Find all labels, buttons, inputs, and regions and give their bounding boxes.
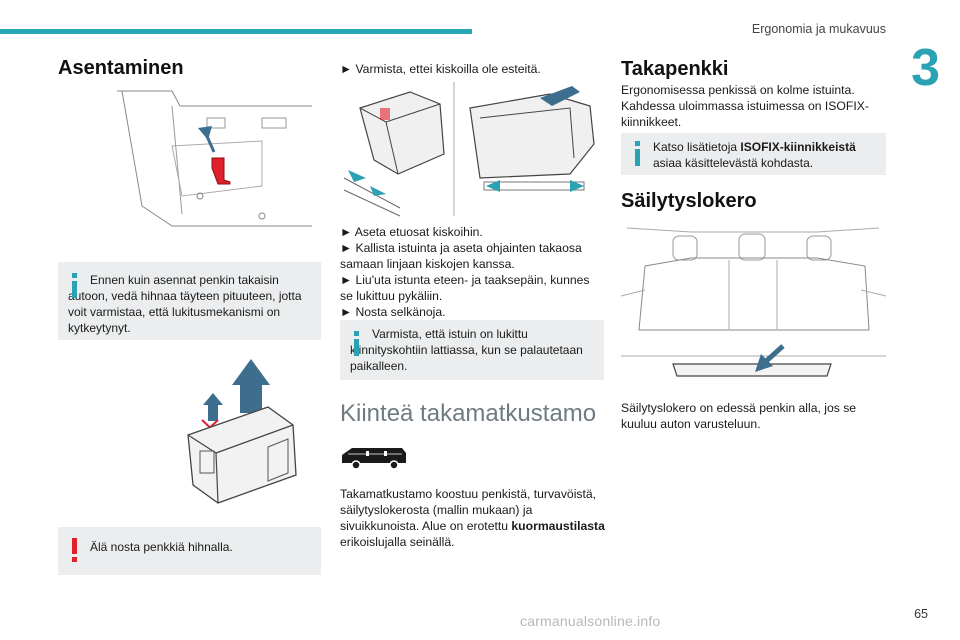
illustration-seat-lift xyxy=(128,355,308,515)
warning-note-text: Älä nosta penkkiä hihnalla. xyxy=(90,540,233,554)
cabin-text-bold: kuormaustilasta xyxy=(511,519,605,533)
warning-note-lift: Älä nosta penkkiä hihnalla. xyxy=(58,527,321,575)
info-icon xyxy=(630,141,646,166)
footer-watermark: carmanualsonline.info xyxy=(520,613,661,629)
info-note-locked: Varmista, että istuin on lukittu kiinnit… xyxy=(340,320,604,380)
illustration-storage-box xyxy=(621,218,886,388)
heading-fixed-rear-cabin: Kiinteä takamatkustamo xyxy=(340,400,597,427)
isofix-note-bold: ISOFIX-kiinnikkeistä xyxy=(740,140,856,154)
illustration-strap-seat xyxy=(112,86,322,236)
info-icon xyxy=(349,331,365,356)
heading-rear-seat: Takapenkki xyxy=(621,58,729,80)
cabin-paragraph: Takamatkustamo koostuu penkistä, turvavö… xyxy=(340,486,606,550)
warning-icon xyxy=(67,538,83,562)
info-note-text: Varmista, että istuin on lukittu kiinnit… xyxy=(350,327,583,373)
chapter-number: 3 xyxy=(911,39,940,97)
header-accent-bar xyxy=(0,29,472,34)
step-check-rails: ► Varmista, ettei kiskoilla ole esteitä. xyxy=(340,62,541,76)
info-note-text: Katso lisätietoja ISOFIX-kiinnikkeistä a… xyxy=(631,139,876,171)
info-note-install: Ennen kuin asennat penkin takaisin autoo… xyxy=(58,262,321,340)
isofix-note-text: Katso lisätietoja xyxy=(653,140,741,154)
info-note-isofix: Katso lisätietoja ISOFIX-kiinnikkeistä a… xyxy=(621,133,886,175)
cabin-text-end: erikoislujalla seinällä. xyxy=(340,535,455,549)
page-number: 65 xyxy=(914,607,928,621)
cabin-text: Takamatkustamo koostuu penkistä, turvavö… xyxy=(340,487,597,533)
van-icon xyxy=(340,445,410,471)
info-icon xyxy=(67,273,83,298)
step-tilt-seat: ► Kallista istuinta ja aseta ohjainten t… xyxy=(340,241,582,271)
rear-seat-text: Ergonomisessa penkissä on kolme istuinta… xyxy=(621,83,869,129)
step-raise-backrest: ► Nosta selkänoja. xyxy=(340,305,446,319)
heading-asentaminen: Asentaminen xyxy=(58,57,184,79)
storage-text: Säilytyslokero on edessä penkin alla, jo… xyxy=(621,401,857,431)
step-insert-front: ► Aseta etuosat kiskoihin. xyxy=(340,225,483,239)
isofix-note-end: asiaa käsittelevästä kohdasta. xyxy=(653,156,814,170)
step-slide-seat: ► Liu'uta istunta eteen- ja taaksepäin, … xyxy=(340,273,590,303)
heading-storage: Säilytyslokero xyxy=(621,190,757,212)
section-title: Ergonomia ja mukavuus xyxy=(751,22,886,36)
illustration-seat-rails xyxy=(340,78,604,218)
info-note-text: Ennen kuin asennat penkin takaisin autoo… xyxy=(68,273,302,335)
